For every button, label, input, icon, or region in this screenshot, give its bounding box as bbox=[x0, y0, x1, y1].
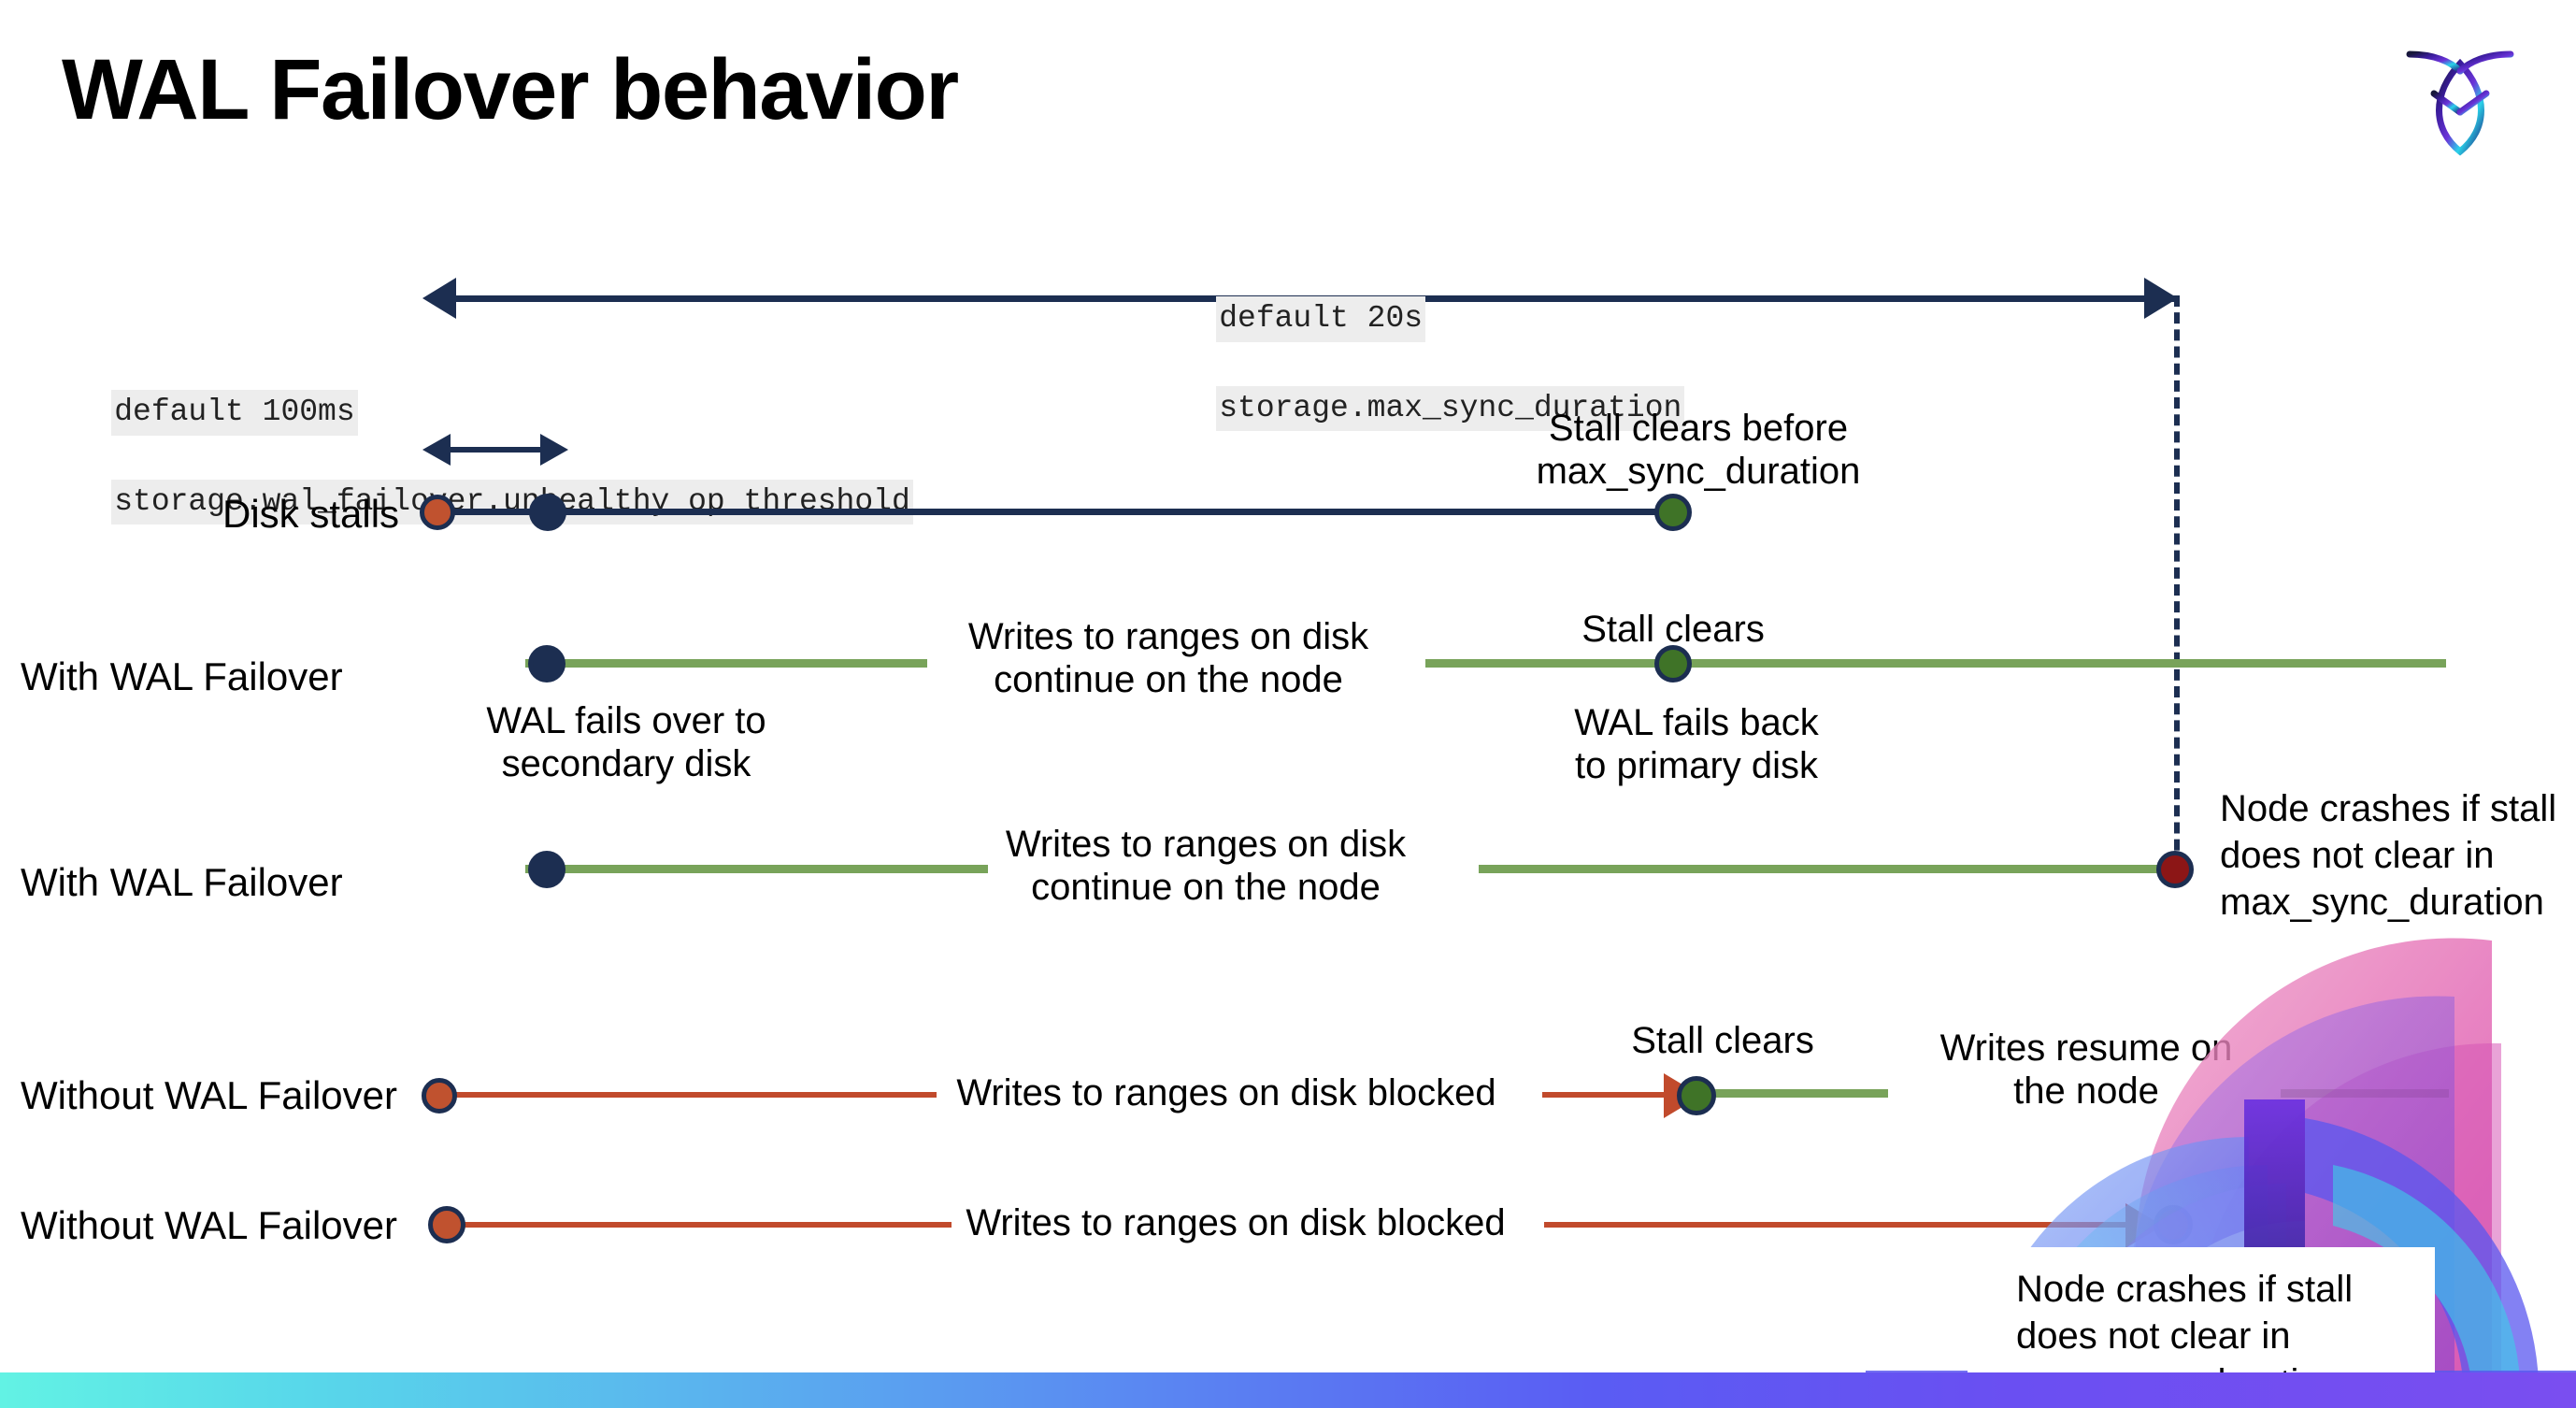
row-label-with-wal-failover-1: With WAL Failover bbox=[21, 654, 343, 698]
nowal2-blocked-track bbox=[447, 1222, 952, 1228]
wal1-track-right bbox=[1425, 659, 2446, 668]
nowal1-blocked-track-2 bbox=[1542, 1092, 1681, 1098]
max-sync-duration-dropline bbox=[2174, 295, 2180, 884]
annotation-stall-clears-1: Stall clears bbox=[1581, 609, 1765, 650]
row-label-without-wal-failover-1: Without WAL Failover bbox=[21, 1073, 397, 1117]
node-crash-marker bbox=[2156, 851, 2194, 888]
row-label-without-wal-failover-2: Without WAL Failover bbox=[21, 1203, 397, 1247]
nowal2-blocked-track-2 bbox=[1544, 1222, 2142, 1228]
annotation-writes-blocked-2: Writes to ranges on disk blocked bbox=[966, 1202, 1506, 1243]
annotation-writes-continue-2: Writes to ranges on disk continue on the… bbox=[1005, 824, 1407, 909]
stall-clears-marker bbox=[1677, 1076, 1716, 1115]
annotation-stall-clears-before: Stall clears before max_sync_duration bbox=[1536, 408, 1861, 493]
annotation-wal-fails-over: WAL fails over to secondary disk bbox=[486, 700, 766, 785]
max-sync-duration-callout: default 20s storage.max_sync_duration bbox=[1142, 252, 1685, 475]
wal2-track-left bbox=[525, 865, 988, 873]
threshold-arrow-left-head bbox=[422, 434, 451, 466]
max-sync-duration-default: default 20s bbox=[1216, 295, 1426, 342]
disk-stalls-track bbox=[437, 509, 1673, 515]
annotation-writes-continue-1: Writes to ranges on disk continue on the… bbox=[967, 616, 1369, 701]
unhealthy-op-threshold-callout: default 100ms storage.wal_failover.unhea… bbox=[37, 346, 913, 568]
node-crash-marker bbox=[2154, 1205, 2193, 1244]
failover-marker bbox=[528, 851, 565, 888]
cockroachdb-logo bbox=[2385, 26, 2535, 176]
row-label-with-wal-failover-2: With WAL Failover bbox=[21, 860, 343, 904]
wal1-track-left bbox=[525, 659, 927, 668]
page-title: WAL Failover behavior bbox=[62, 42, 959, 137]
row-label-disk-stalls: Disk stalls bbox=[222, 492, 400, 536]
annotation-wal-fails-back: WAL fails back to primary disk bbox=[1574, 702, 1819, 787]
annotation-stall-clears-2: Stall clears bbox=[1631, 1020, 1814, 1061]
nowal1-blocked-track bbox=[441, 1092, 937, 1098]
bottom-accent-bar bbox=[0, 1372, 2576, 1408]
stall-clears-marker bbox=[1654, 494, 1692, 531]
nowal1-resume-track-2 bbox=[2281, 1089, 2449, 1098]
failover-marker bbox=[529, 494, 566, 531]
nowal1-resume-track bbox=[1694, 1089, 1888, 1098]
annotation-writes-resume: Writes resume on the node bbox=[1939, 1027, 2233, 1113]
stall-start-marker bbox=[422, 1078, 457, 1113]
span-arrow-right-head bbox=[2144, 278, 2178, 319]
span-arrow-left-head bbox=[422, 278, 456, 319]
threshold-arrow-line bbox=[447, 447, 544, 453]
wal2-track-right bbox=[1479, 865, 2178, 873]
threshold-arrow-right-head bbox=[540, 434, 568, 466]
annotation-writes-blocked-1: Writes to ranges on disk blocked bbox=[956, 1072, 1496, 1113]
failover-marker bbox=[528, 645, 565, 682]
stall-start-marker bbox=[420, 495, 455, 530]
max-sync-duration-setting: storage.max_sync_duration bbox=[1216, 385, 1685, 432]
unhealthy-op-threshold-default: default 100ms bbox=[111, 389, 358, 436]
annotation-node-crashes-1: Node crashes if stall does not clear in … bbox=[2220, 788, 2557, 923]
stall-start-marker bbox=[428, 1206, 465, 1243]
stall-clears-marker bbox=[1654, 645, 1692, 682]
